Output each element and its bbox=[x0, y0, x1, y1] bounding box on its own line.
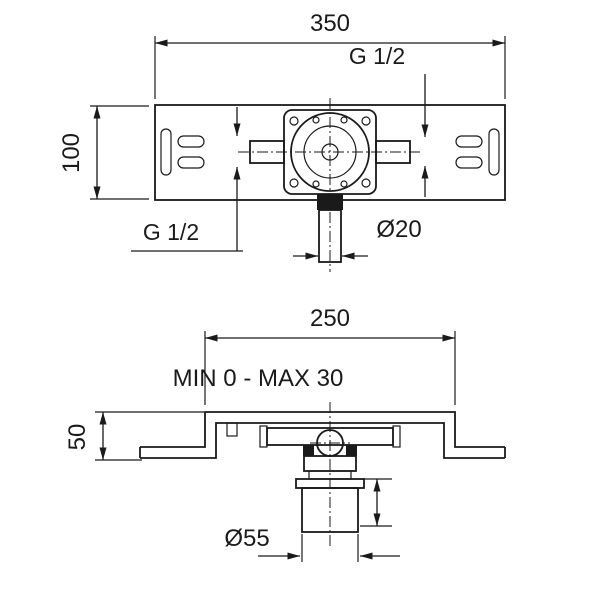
dim-label-350: 350 bbox=[310, 10, 350, 37]
bolt-hole bbox=[289, 116, 299, 126]
bolt-hole bbox=[312, 116, 320, 124]
bracket-tab bbox=[226, 422, 238, 437]
dim-label-100: 100 bbox=[58, 133, 85, 173]
bracket-top-contour bbox=[140, 411, 505, 448]
bolt-hole bbox=[312, 180, 320, 188]
valve-detail-block bbox=[346, 445, 357, 456]
bolt-hole bbox=[340, 180, 348, 188]
bolt-hole bbox=[361, 178, 371, 188]
side-view: 250 MIN 0 - MAX 30 50 Ø55 bbox=[64, 305, 506, 562]
bolt-hole bbox=[361, 116, 371, 126]
valve-detail-block bbox=[303, 445, 314, 456]
outlet-pipe bbox=[318, 209, 342, 263]
valve-end-left bbox=[259, 425, 268, 448]
slot-left-bottom bbox=[177, 156, 205, 169]
slot-left-vertical bbox=[160, 128, 172, 176]
slot-right-top bbox=[455, 135, 483, 148]
slot-left-top bbox=[177, 135, 205, 148]
dim-label-50: 50 bbox=[64, 424, 91, 451]
slot-right-bottom bbox=[455, 156, 483, 169]
front-view: 350 100 G 1/2 G 1/2 Ø20 bbox=[58, 10, 506, 272]
bolt-hole bbox=[289, 178, 299, 188]
dim-label-d55: Ø55 bbox=[224, 525, 269, 552]
depth-range-label: MIN 0 - MAX 30 bbox=[173, 365, 344, 392]
thread-label-top: G 1/2 bbox=[349, 43, 405, 69]
bolt-hole bbox=[340, 116, 348, 124]
dim-label-d20: Ø20 bbox=[376, 216, 421, 243]
valve-end-right bbox=[392, 425, 401, 448]
dim-label-250: 250 bbox=[310, 305, 350, 332]
slot-right-vertical bbox=[488, 128, 500, 176]
thread-label-bottom: G 1/2 bbox=[143, 219, 199, 245]
